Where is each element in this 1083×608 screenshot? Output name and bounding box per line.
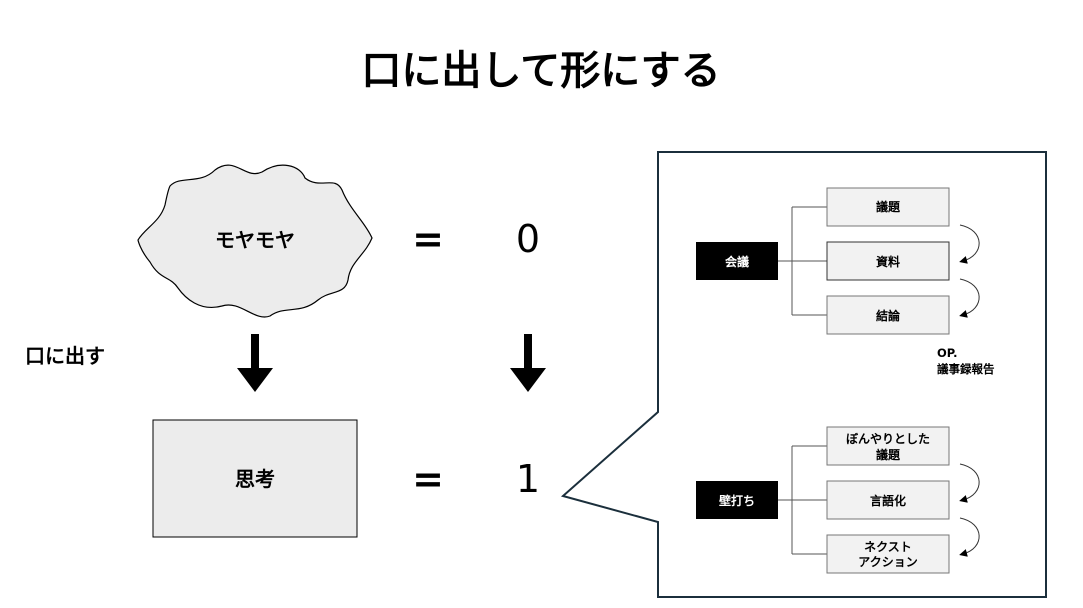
down-arrow-icon [510,334,546,392]
sparring-step: 議題 [876,447,901,462]
cloud-shape [137,164,373,318]
value-one: 1 [516,457,540,501]
thinking-label: 思考 [235,467,275,491]
equals-sign-top: = [412,217,444,261]
action-label: 口に出す [25,344,105,368]
curved-arrow-icon [959,463,980,503]
curved-arrow-icon [959,278,980,318]
meeting-step: 議題 [876,199,901,214]
thinking-box [152,419,358,538]
sparring-group: 壁打ち ぼんやりとした 議題 言語化 ネクスト アクション [696,426,980,574]
sparring-step: ぼんやりとした [846,432,930,446]
sparring-step: 言語化 [870,493,906,508]
equals-sign-bottom: = [412,457,444,501]
meeting-step: 結論 [876,308,901,323]
meeting-group: 会議 議題 資料 結論 OP. 議事録報告 [696,187,995,376]
curved-arrow-icon [959,517,980,557]
sparring-step: アクション [858,555,917,569]
meeting-label: 会議 [725,254,749,269]
curved-arrow-icon [959,224,980,264]
sparring-step: ネクスト [864,540,912,554]
note-line1: OP. [937,346,957,360]
page-title: 口に出して形にする [361,48,720,94]
note-line2: 議事録報告 [937,362,995,376]
down-arrow-icon [237,334,273,392]
value-zero: 0 [516,217,540,261]
meeting-step: 資料 [876,254,900,269]
sparring-label: 壁打ち [719,493,755,508]
cloud-label: モヤモヤ [215,228,295,252]
